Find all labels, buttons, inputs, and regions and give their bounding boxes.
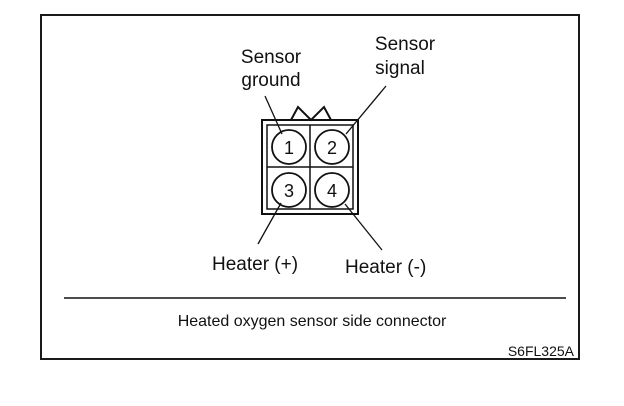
sensor-signal-leader-line [345, 85, 387, 135]
figure-code: S6FL325A [508, 343, 575, 359]
diagram-caption: Heated oxygen sensor side connector [178, 313, 447, 330]
heater-plus-label: Heater (+) [212, 254, 298, 275]
sensor-signal-label-line1: Sensor [375, 34, 436, 55]
connector-lock-tab [290, 105, 332, 122]
connector-housing-outer [261, 119, 359, 215]
pin-1-number: 1 [284, 138, 294, 158]
sensor-ground-label-line1: Sensor [241, 47, 302, 68]
pin-3-number: 3 [284, 181, 294, 201]
heater-minus-label: Heater (-) [345, 257, 426, 278]
sensor-signal-label-line2: signal [375, 58, 425, 79]
pin-2-number: 2 [327, 138, 337, 158]
diagram-frame [40, 14, 580, 360]
pin-2-terminal [314, 129, 350, 165]
pin-4-number: 4 [327, 181, 337, 201]
pin-3-terminal [271, 172, 307, 208]
pin-4-terminal [314, 172, 350, 208]
heater-minus-leader-line [344, 203, 383, 251]
sensor-ground-label-line2: ground [241, 70, 300, 91]
heater-plus-leader-line [257, 202, 282, 245]
pin-1-terminal [271, 129, 307, 165]
sensor-ground-leader-line [264, 95, 283, 135]
